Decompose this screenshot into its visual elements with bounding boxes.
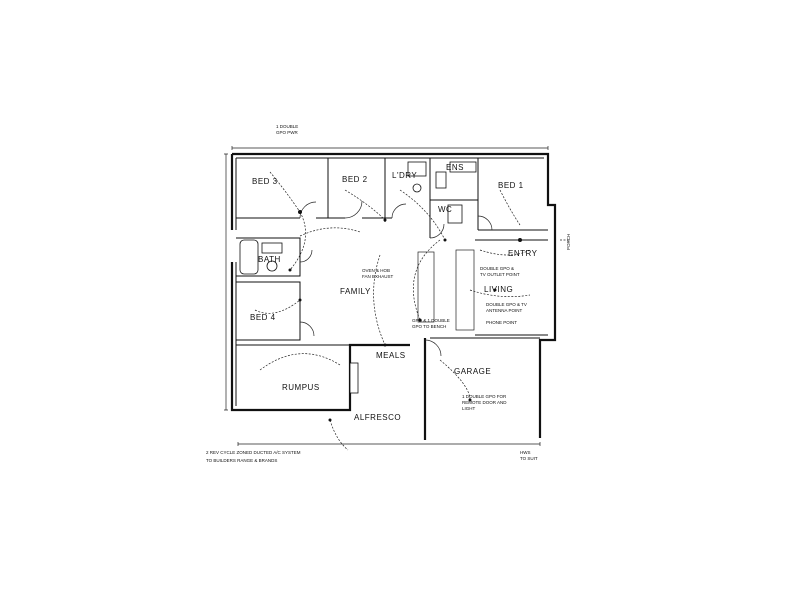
note-top-left: 1 DOUBLE <box>276 124 298 129</box>
note-entry: DOUBLE GPO & <box>480 266 514 271</box>
note-garage-3: LIGHT <box>462 406 476 411</box>
room-label-bath: BATH <box>258 255 281 264</box>
note-ducted-2: TO BUILDERS RANGE & BRANDS <box>206 458 277 463</box>
note-bottom-right-2: TO SUIT <box>520 456 538 461</box>
room-label-living: LIVING <box>484 285 513 294</box>
room-label-meals: MEALS <box>376 351 406 360</box>
note-top-left-2: GPO PWR <box>276 130 299 135</box>
note-bench-2: GPO TO BENCH <box>412 324 446 329</box>
note-living-2: ANTENNA POINT <box>486 308 523 313</box>
room-label-bed3: BED 3 <box>252 177 278 186</box>
room-labels: BED 3 BED 2 L'DRY ENS WC BED 1 BATH BED … <box>250 163 571 422</box>
note-garage: 1 DOUBLE GPO FOR <box>462 394 507 399</box>
room-label-bed2: BED 2 <box>342 175 368 184</box>
room-label-family: FAMILY <box>340 287 371 296</box>
note-living-3: PHONE POINT <box>486 320 517 325</box>
room-label-garage: GARAGE <box>454 367 491 376</box>
door-swings <box>299 200 493 357</box>
interior-walls <box>236 158 548 346</box>
room-label-rumpus: RUMPUS <box>282 383 320 392</box>
note-living: DOUBLE GPO & TV <box>486 302 527 307</box>
room-label-ens: ENS <box>446 163 464 172</box>
power-points <box>288 210 522 422</box>
note-kitchen-2: FAN EXHAUST <box>362 274 394 279</box>
fixtures <box>239 161 477 394</box>
outer-walls <box>230 152 557 440</box>
wiring-lines <box>254 171 570 451</box>
note-entry-2: TV OUTLET POINT <box>480 272 520 277</box>
dimension-marks <box>224 146 549 446</box>
room-label-bed4: BED 4 <box>250 313 276 322</box>
room-label-ldry: L'DRY <box>392 171 417 180</box>
note-garage-2: REMOTE DOOR AND <box>462 400 507 405</box>
room-label-bed1: BED 1 <box>498 181 524 190</box>
note-ducted: 2 REV CYCLE ZONED DUCTED A/C SYSTEM <box>206 450 301 455</box>
note-kitchen: OVEN & HOB <box>362 268 390 273</box>
room-label-entry: ENTRY <box>508 249 538 258</box>
room-label-wc: WC <box>438 205 452 214</box>
note-bench: GPO & 1 DOUBLE <box>412 318 450 323</box>
annotation-notes: 1 DOUBLE GPO PWR OVEN & HOB FAN EXHAUST … <box>206 124 538 463</box>
room-label-alfresco: ALFRESCO <box>354 413 401 422</box>
room-label-porch: PORCH <box>566 234 571 250</box>
note-bottom-right: HWS <box>520 450 531 455</box>
